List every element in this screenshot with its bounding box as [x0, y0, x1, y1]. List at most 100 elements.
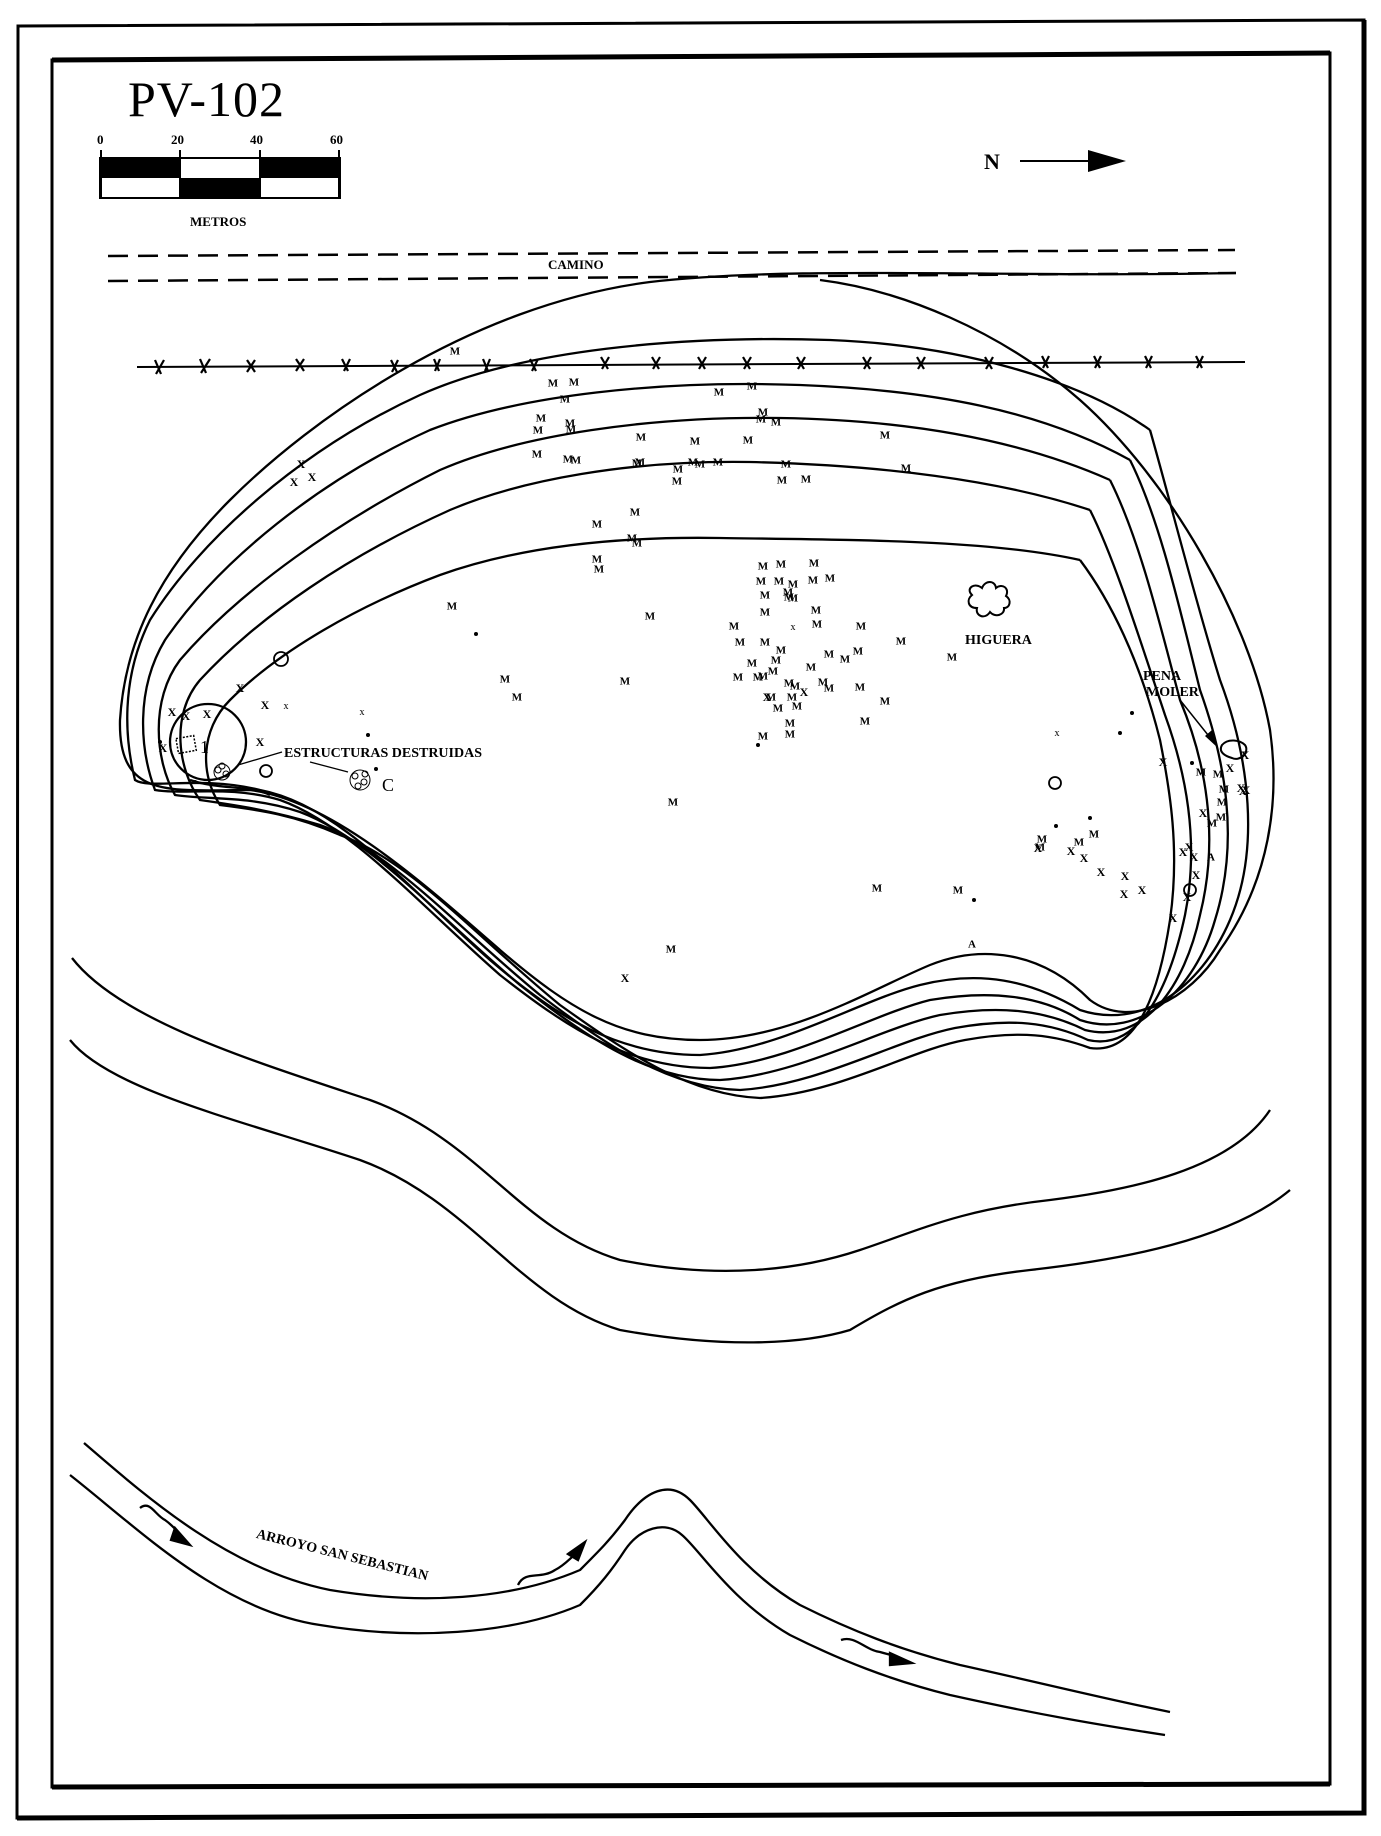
grinding-stone-label-1: PENA	[1143, 669, 1182, 684]
metate-symbol: M	[591, 518, 603, 531]
structure-leader-lines	[237, 751, 349, 773]
metate-symbol: M	[811, 618, 823, 631]
metate-symbol: M	[770, 654, 782, 667]
lithic-symbol: X	[289, 475, 299, 489]
a-symbol: A	[1207, 851, 1215, 864]
metate-symbol: M	[775, 644, 787, 657]
structure-1-label: 1	[200, 737, 209, 757]
metate-symbol: M	[757, 560, 769, 573]
tree-label: HIGUERA	[965, 633, 1032, 648]
north-arrow-icon	[1020, 150, 1126, 172]
metate-symbol: M	[787, 592, 799, 605]
metate-symbol: M	[767, 665, 779, 678]
scale-unit: METROS	[190, 214, 247, 229]
metate-symbol: M	[823, 682, 835, 695]
lithic-symbol: X	[158, 741, 168, 755]
metate-symbol: M	[593, 563, 605, 576]
scale-tick-0: 0	[97, 132, 104, 147]
metate-symbol: M	[780, 458, 792, 471]
fence-line	[136, 355, 1246, 375]
metate-symbol: M	[568, 376, 580, 389]
lithic-symbol: X	[235, 681, 245, 695]
metate-symbol: M	[746, 657, 758, 670]
metate-symbol: M	[667, 796, 679, 809]
metate-symbol: M	[535, 412, 547, 425]
circle-markers	[259, 651, 1197, 897]
metate-symbol: M	[946, 651, 958, 664]
lithic-symbol-small: x	[283, 701, 289, 712]
metate-symbol: M	[511, 691, 523, 704]
metate-symbol: M	[1195, 766, 1207, 779]
north-label: N	[984, 149, 1000, 174]
metate-symbol: M	[852, 645, 864, 658]
metate-symbol: M	[755, 575, 767, 588]
structure-c-label: C	[382, 775, 395, 795]
lithic-symbol-small: x	[1054, 728, 1060, 739]
metate-symbol: M	[900, 462, 912, 475]
metate-symbol: M	[789, 680, 801, 693]
metate-symbol: M	[952, 884, 964, 897]
metate-symbol: M	[1218, 783, 1230, 796]
metate-symbol: M	[734, 636, 746, 649]
metate-symbol: M	[1088, 828, 1100, 841]
lithic-symbol: X	[1238, 784, 1248, 798]
metate-symbol: M	[619, 675, 631, 688]
metate-symbol: M	[791, 700, 803, 713]
metate-symbol: M	[665, 943, 677, 956]
metate-symbol: M	[713, 386, 725, 399]
lithic-symbol: X	[255, 735, 265, 749]
metate-symbol: M	[755, 413, 767, 426]
metate-symbol: M	[759, 636, 771, 649]
lithic-symbol: X	[1079, 851, 1089, 865]
metate-symbol: M	[635, 431, 647, 444]
metate-symbol: M	[772, 702, 784, 715]
lithic-symbol: X	[1066, 844, 1076, 858]
metate-symbol: M	[859, 715, 871, 728]
lithic-symbol: X	[1236, 781, 1246, 795]
lithic-symbol: X	[1189, 850, 1199, 864]
metate-symbol: M	[672, 463, 684, 476]
metate-symbol: M	[732, 671, 744, 684]
metate-symbol: M	[531, 448, 543, 461]
metate-symbol: M	[782, 586, 794, 599]
lithic-symbol: X	[620, 971, 630, 985]
lithic-symbol: X	[1182, 890, 1192, 904]
lithic-symbol: X	[296, 457, 306, 471]
metate-symbol: M	[823, 648, 835, 661]
lithic-symbol: X	[260, 698, 270, 712]
metate-symbol: M	[776, 474, 788, 487]
rubble-clusters	[213, 762, 371, 791]
lithic-symbol: X	[762, 690, 772, 704]
road-label: CAMINO	[548, 257, 604, 272]
metate-symbol: M	[871, 882, 883, 895]
lithic-symbol: X	[799, 685, 809, 699]
lithic-symbol: X	[1158, 755, 1168, 769]
metate-symbol: M	[773, 575, 785, 588]
scale-tick-20: 20	[171, 132, 184, 147]
lithic-symbol: X	[1191, 868, 1201, 882]
metate-symbol: M	[752, 671, 764, 684]
metate-symbol: M	[1034, 841, 1046, 854]
contour-lines	[118, 271, 1275, 1100]
metate-symbol: M	[1206, 817, 1218, 830]
metate-symbol: M	[694, 458, 706, 471]
metate-symbol: M	[824, 572, 836, 585]
metate-symbol: M	[808, 557, 820, 570]
metate-symbol: M	[1073, 836, 1085, 849]
metate-symbol: M	[879, 429, 891, 442]
metate-symbol: M	[449, 345, 461, 358]
metate-symbol: M	[765, 691, 777, 704]
metate-symbol: M	[564, 417, 576, 430]
page-title: PV-102	[128, 71, 285, 127]
metate-symbol: M	[631, 457, 643, 470]
grinding-stone-label-2: MOLER	[1146, 685, 1199, 700]
lithic-symbol: X	[202, 707, 212, 721]
lithic-symbol: X	[1119, 887, 1129, 901]
creek-arroyo-san-sebastian	[69, 1442, 1171, 1737]
metate-symbol: M	[634, 456, 646, 469]
metate-symbol: M	[626, 532, 638, 545]
metate-symbol: M	[855, 620, 867, 633]
metate-symbol: M	[499, 673, 511, 686]
metate-symbol: M	[854, 681, 866, 694]
